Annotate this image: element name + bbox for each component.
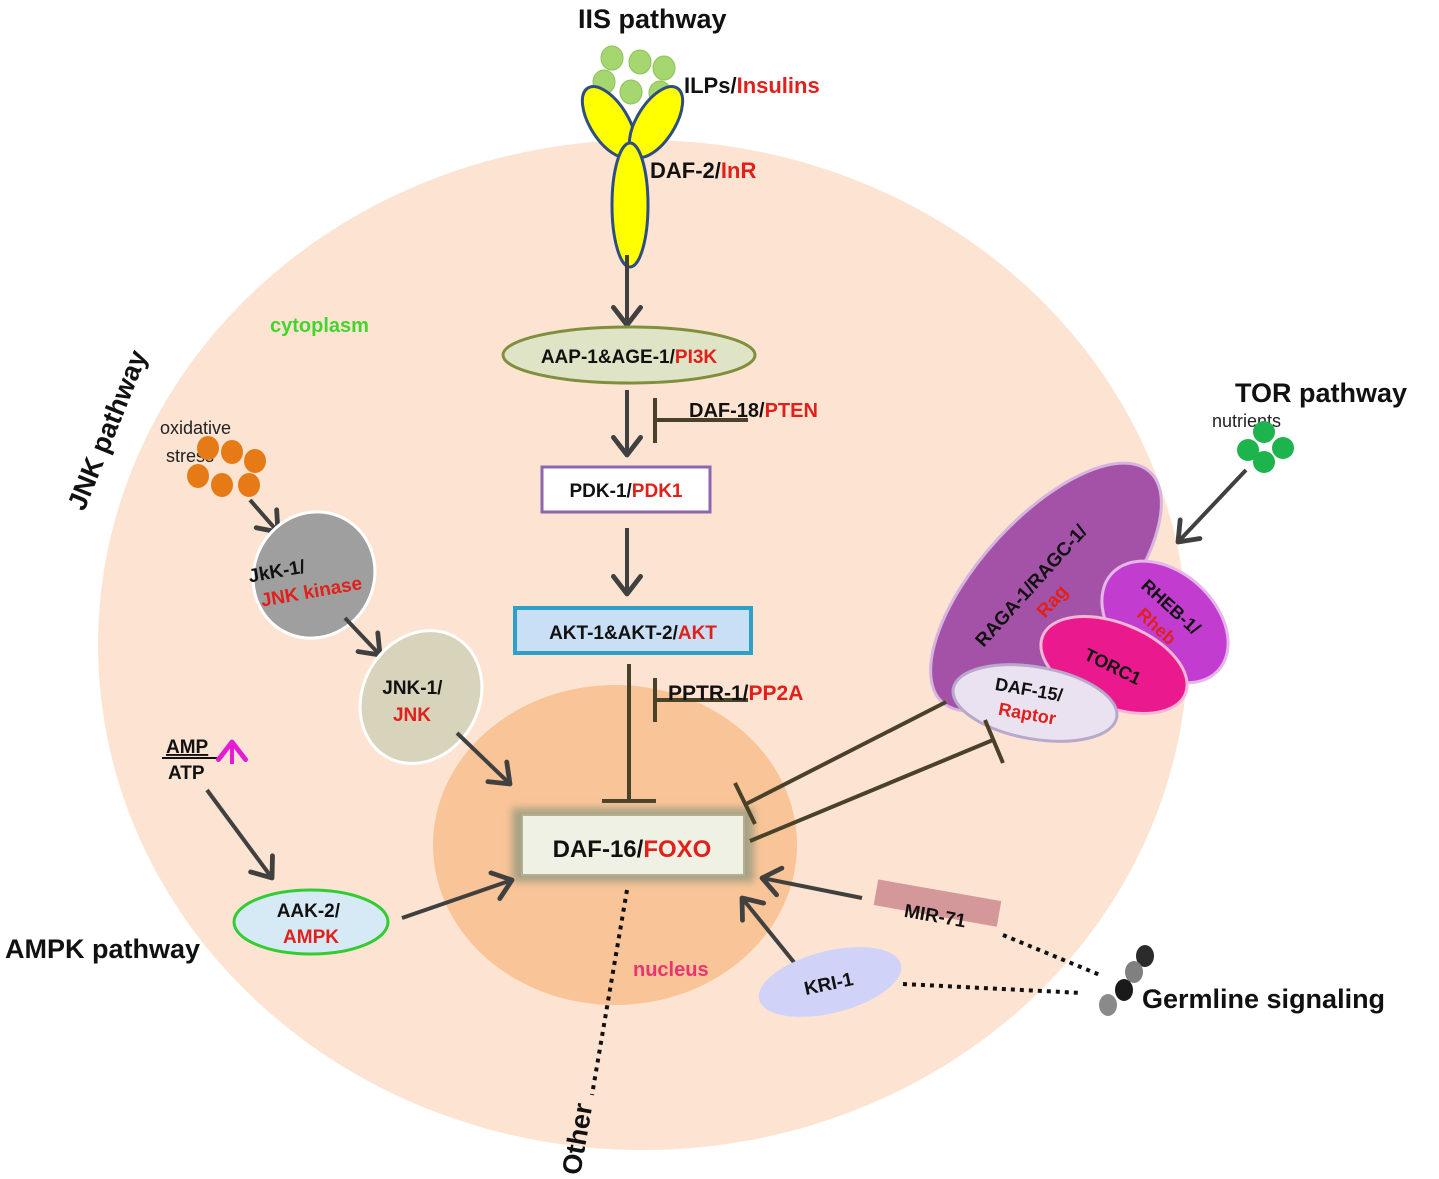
daf15-node [951,663,1119,743]
arrow-aak2-to-daf16 [401,870,515,920]
arrow-stress-to-jkk [248,498,281,535]
aak2-node [232,888,390,956]
pi3k-node [501,325,757,385]
tor-pathway-title: TOR pathway [1235,378,1407,408]
arrow-jkk-to-jnk1 [343,616,383,658]
pptr-label: PPTR-1/PP2A [668,682,803,705]
inhibit-pptr [653,678,748,722]
inhibit-daf16-to-tor [749,719,1005,843]
aak2-label: AAK-2/ AMPK [277,901,346,948]
atp-label: ATP [168,763,205,784]
arrow-jnk1-to-daf16 [455,731,513,787]
inhibit-akt-to-daf16 [602,664,656,803]
germline-signaling-title: Germline signaling [1142,984,1385,1014]
mir71-node [873,879,1002,927]
kri1-node [758,947,902,1017]
arrow-nutrients-to-tor [1175,468,1248,545]
nutrient-molecules [1237,421,1294,473]
pdk-node [540,465,712,514]
nucleus-label: nucleus [633,959,709,981]
ilps-label: ILPs/Insulins [684,73,820,98]
akt-node [513,606,753,655]
arrow-kri1-to-daf16 [739,895,799,968]
oxidative-stress-molecules [187,436,266,497]
arrow-amp-to-aak2 [205,788,275,881]
germline-molecules [1099,945,1154,1016]
cytoplasm-label: cytoplasm [270,315,369,337]
dotted-kri1-to-germline [902,982,1083,995]
ampk-pathway-title: AMPK pathway [5,934,200,964]
daf2-receptor [580,85,685,269]
daf16-label: DAF-16/FOXO [553,836,712,863]
amp-label: AMP [166,737,209,758]
jnk1-node [358,629,484,765]
dotted-daf16-to-other [590,889,629,1096]
daf2-label: DAF-2/InR [650,158,756,183]
jkk-node [251,510,377,640]
akt-label: AKT-1&AKT-2/AKT [549,623,717,644]
pdk-label: PDK-1/PDK1 [570,481,683,502]
daf16-node [521,814,745,876]
oxidative-stress-label-1: oxidative [160,418,231,438]
iis-pathway-title: IIS pathway [578,4,727,34]
pi3k-label: AAP-1&AGE-1/PI3K [541,347,718,368]
daf18-label: DAF-18/PTEN [689,400,818,422]
inhibit-daf18 [653,398,748,443]
jnk1-label: JNK-1/ JNK [382,678,447,726]
arrow-mir71-to-daf16 [759,865,863,900]
inhibit-tor-to-daf16 [733,700,947,825]
